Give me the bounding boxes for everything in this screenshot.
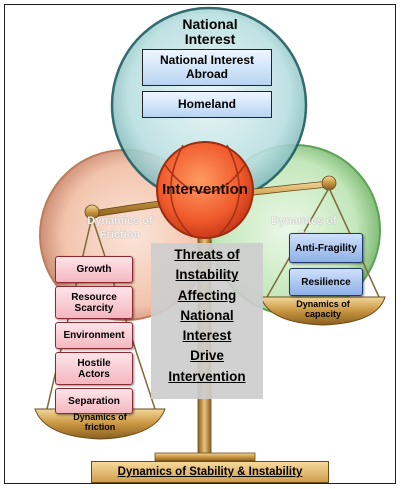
- friction-circle-label: Dynamics of Friction: [65, 215, 175, 243]
- right-pan: [260, 296, 386, 326]
- diagram-frame: National Interest National Interest Abro…: [4, 4, 396, 484]
- friction-item-growth: Growth: [55, 256, 133, 283]
- left-pan: [34, 408, 166, 440]
- friction-item-hostile-actors: Hostile Actors: [55, 352, 133, 385]
- intervention-overlap-arc: [218, 144, 241, 236]
- national-interest-title: National Interest: [155, 17, 265, 46]
- intervention-circle: [156, 141, 254, 239]
- capacity-item-resilience: Resilience: [289, 268, 363, 296]
- friction-item-environment: Environment: [55, 322, 133, 349]
- friction-item-resource-scarcity: Resource Scarcity: [55, 286, 133, 319]
- intervention-label: Intervention: [162, 181, 248, 198]
- homeland-box: Homeland: [142, 91, 272, 118]
- beam-right-knob: [321, 175, 337, 191]
- threats-line-3: Affecting: [177, 287, 237, 303]
- threats-line-4: National: [180, 307, 234, 323]
- left-pan-label: Dynamics of friction: [73, 412, 127, 432]
- intervention-overlap-arc: [164, 164, 246, 194]
- stability-base-label: Dynamics of Stability & Instability: [91, 461, 329, 483]
- intervention-overlap-arc: [169, 144, 192, 236]
- friction-circle-label-line1: Dynamics of: [87, 215, 153, 227]
- national-interest-abroad-box: National Interest Abroad: [142, 49, 272, 86]
- threats-line-6: Drive: [190, 348, 224, 364]
- threats-line-7: Intervention: [168, 368, 246, 384]
- capacity-item-anti-fragility: Anti-Fragility: [289, 233, 363, 263]
- stability-base-label-text: Dynamics of Stability & Instability: [117, 466, 303, 478]
- friction-item-separation: Separation: [55, 388, 133, 414]
- national-interest-title-line2: Interest: [184, 30, 236, 47]
- threats-line-5: Interest: [182, 328, 232, 343]
- threats-text-card: Threats of Instability Affecting Nationa…: [151, 243, 263, 399]
- friction-circle-label-line2: Friction: [99, 228, 141, 241]
- national-interest-title-line1: National: [182, 16, 238, 32]
- threats-line-2: Instability: [175, 267, 239, 283]
- right-pan-label: Dynamics of capacity: [296, 299, 350, 319]
- capacity-circle-label-line1: Dynamics of: [271, 215, 337, 227]
- threats-line-1: Threats of: [174, 247, 240, 262]
- scale-base-plate: [154, 452, 256, 462]
